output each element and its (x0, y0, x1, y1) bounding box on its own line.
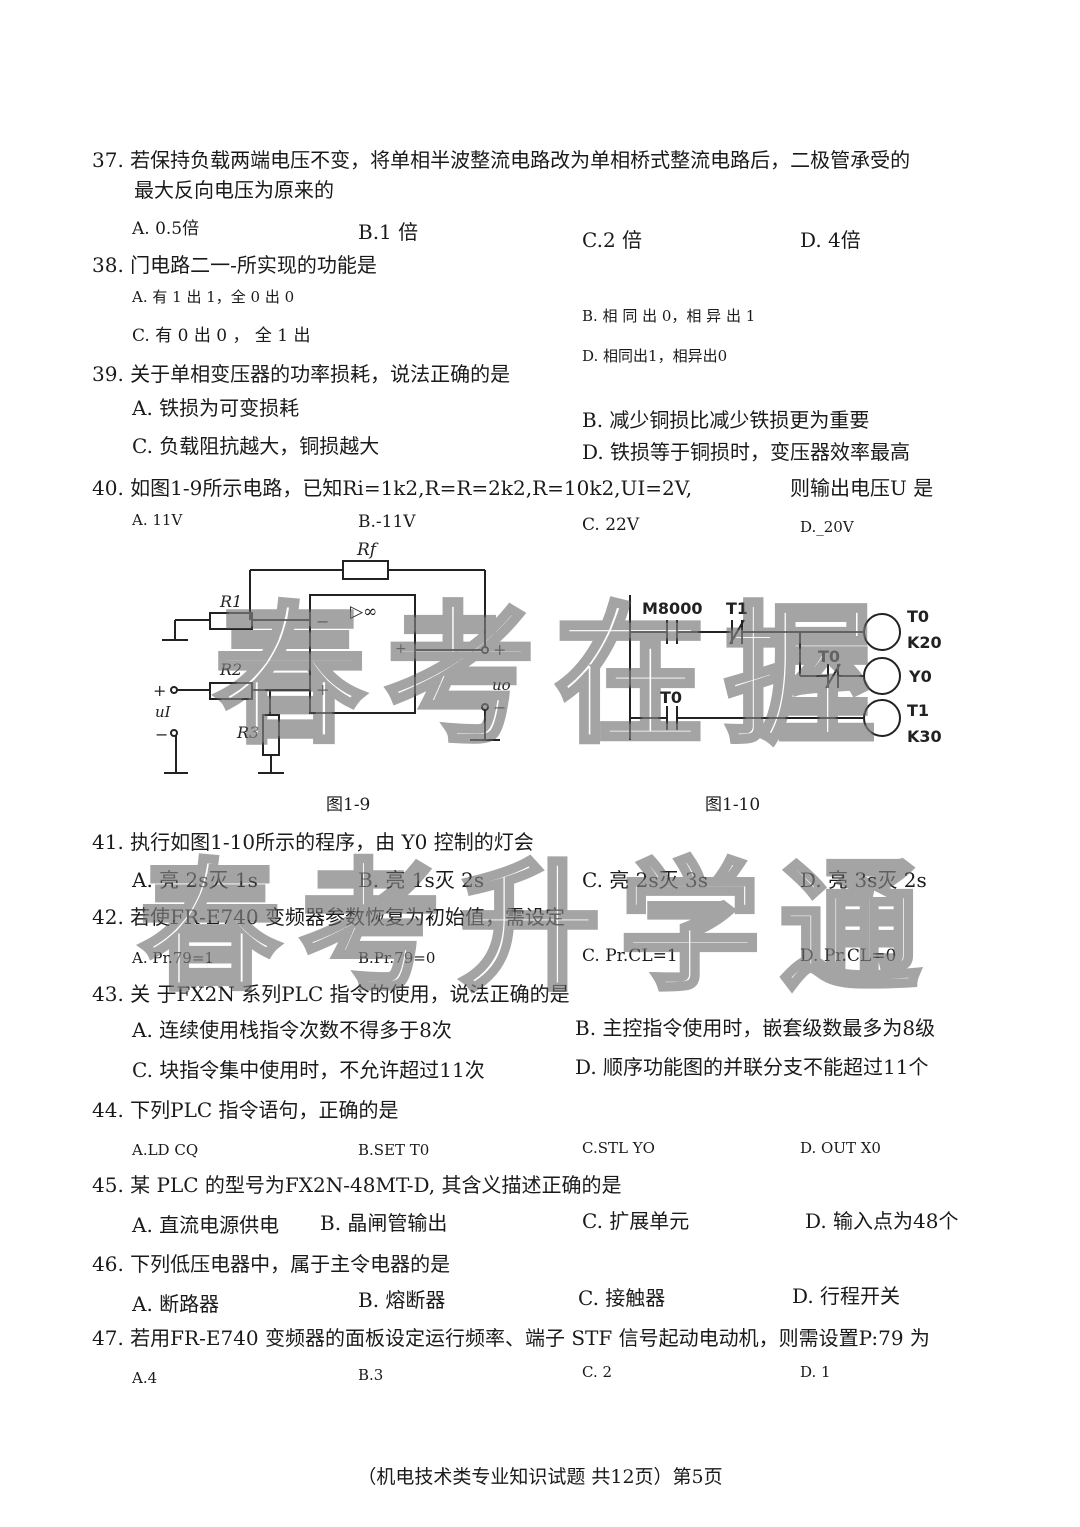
q43-option-c: C. 块指令集中使用时，不允许超过11次 (132, 1058, 485, 1082)
output-plus: + (493, 640, 506, 659)
q42-option-a: A. Pr.79=1 (132, 949, 214, 967)
q44-option-b: B.SET T0 (358, 1141, 430, 1159)
q47-option-c: C. 2 (582, 1363, 613, 1381)
q38-option-c: C. 有 0 出 0 ， 全 1 出 (132, 326, 311, 346)
q45-option-a: A. 直流电源供电 (132, 1213, 280, 1237)
q47-stem: 47. 若用FR-E740 变频器的面板设定运行频率、端子 STF 信号起动电动… (92, 1326, 930, 1350)
label-uo: uo (492, 676, 511, 694)
q39-option-a: A. 铁损为可变损耗 (132, 396, 300, 420)
contact-m8000: M8000 (642, 599, 702, 618)
opamp-plus: + (316, 680, 329, 699)
label-r3: R3 (236, 723, 259, 742)
q40-stem: 40. 如图1-9所示电路，已知Ri=1k2,R=R=2k2,R=10k2,UI… (92, 476, 693, 500)
figure-1-9-opamp-circuit: Rf R1 R2 R3 ▷∞ − + + + uI − + uo − (153, 540, 511, 774)
coil-t0: T0 (907, 607, 929, 626)
q47-option-b: B.3 (358, 1366, 384, 1384)
q41-stem: 41. 执行如图1-10所示的程序，由 Y0 控制的灯会 (92, 830, 534, 854)
q39-option-b: B. 减少铜损比减少铁损更为重要 (582, 408, 870, 432)
coil-t1: T1 (907, 701, 929, 720)
q46-option-a: A. 断路器 (132, 1292, 220, 1316)
q46-option-d: D. 行程开关 (792, 1284, 901, 1308)
q40-option-b: B.-11V (358, 512, 416, 532)
q41-option-a: A. 亮 2s灭 1s (132, 868, 258, 892)
contact-t1: T1 (726, 599, 748, 618)
q38-stem: 38. 门电路二一-所实现的功能是 (92, 253, 377, 277)
opamp-out-plus: + (395, 641, 407, 657)
input-plus: + (153, 681, 166, 700)
q40-stem-tail: 则输出电压U 是 (790, 476, 934, 500)
q37-option-c: C.2 倍 (582, 228, 643, 252)
input-minus: − (155, 725, 168, 744)
label-r2: R2 (219, 660, 242, 679)
q38-option-d: D. 相同出1，相异出0 (582, 347, 728, 365)
label-rf: Rf (356, 540, 379, 560)
q42-option-d: D. Pr.CL=0 (800, 946, 897, 966)
q39-option-d: D. 铁损等于铜损时，变压器效率最高 (582, 440, 911, 464)
q41-option-d: D. 亮 3s灭 2s (800, 868, 927, 892)
q37-option-b: B.1 倍 (358, 220, 419, 244)
q38-option-a: A. 有 1 出 1，全 0 出 0 (132, 288, 295, 306)
coil-t1-k: K30 (907, 727, 942, 746)
q42-option-b: B.Pr.79=0 (358, 949, 436, 967)
q37-stem-line1: 37. 若保持负载两端电压不变，将单相半波整流电路改为单相桥式整流电路后，二极管… (92, 148, 911, 172)
q46-option-c: C. 接触器 (578, 1286, 666, 1310)
q45-option-b: B. 晶闸管输出 (320, 1211, 448, 1235)
q42-stem: 42. 若使FR-E740 变频器参数恢复为初始值，需设定 (92, 905, 565, 929)
q41-option-b: B. 亮 1s灭 2s (358, 868, 485, 892)
q43-option-b: B. 主控指令使用时，嵌套级数最多为8级 (575, 1016, 936, 1040)
contact-t0-no: T0 (660, 688, 682, 707)
q45-stem: 45. 某 PLC 的型号为FX2N-48MT-D, 其含义描述正确的是 (92, 1173, 622, 1197)
q45-option-d: D. 输入点为48个 (805, 1209, 959, 1233)
q47-option-d: D. 1 (800, 1363, 831, 1381)
q43-option-a: A. 连续使用栈指令次数不得多于8次 (132, 1018, 452, 1042)
q46-option-b: B. 熔断器 (358, 1288, 446, 1312)
q40-option-d: D._20V (800, 518, 854, 536)
page-footer: （机电技术类专业知识试题 共12页）第5页 (357, 1466, 723, 1488)
opamp-symbol: ▷∞ (350, 602, 377, 622)
q43-option-d: D. 顺序功能图的并联分支不能超过11个 (575, 1055, 929, 1079)
contact-t0-nc: T0 (818, 647, 840, 666)
figure-1-9-caption: 图1-9 (326, 795, 371, 815)
q44-option-c: C.STL YO (582, 1139, 655, 1157)
label-ui: uI (155, 703, 172, 721)
label-r1: R1 (219, 592, 242, 611)
q39-stem: 39. 关于单相变压器的功率损耗，说法正确的是 (92, 362, 511, 386)
coil-t0-k: K20 (907, 633, 942, 652)
q37-option-d: D. 4倍 (800, 228, 861, 252)
q40-option-a: A. 11V (132, 511, 183, 529)
q47-option-a: A.4 (132, 1369, 158, 1387)
q37-option-a: A. 0.5倍 (132, 219, 200, 239)
coil-y0: Y0 (908, 667, 932, 686)
q41-option-c: C. 亮 2s灭 3s (582, 868, 708, 892)
q37-stem-line2: 最大反向电压为原来的 (134, 178, 334, 202)
q44-stem: 44. 下列PLC 指令语句，正确的是 (92, 1098, 399, 1122)
output-minus: − (493, 698, 506, 717)
q44-option-d: D. OUT X0 (800, 1139, 881, 1157)
opamp-minus: − (316, 612, 329, 631)
q44-option-a: A.LD CQ (132, 1141, 199, 1159)
q39-option-c: C. 负载阻抗越大，铜损越大 (132, 434, 380, 458)
q46-stem: 46. 下列低压电器中，属于主令电器的是 (92, 1252, 451, 1276)
q40-option-c: C. 22V (582, 515, 640, 535)
q45-option-c: C. 扩展单元 (582, 1209, 690, 1233)
figure-1-10-caption: 图1-10 (705, 795, 761, 815)
q43-stem: 43. 关 于FX2N 系列PLC 指令的使用，说法正确的是 (92, 982, 570, 1006)
q42-option-c: C. Pr.CL=1 (582, 946, 678, 966)
q38-option-b: B. 相 同 出 0，相 异 出 1 (582, 307, 756, 325)
figure-1-10-ladder-diagram: M8000 T1 T0 T0 T0 K20 Y0 T1 K30 (629, 595, 942, 746)
